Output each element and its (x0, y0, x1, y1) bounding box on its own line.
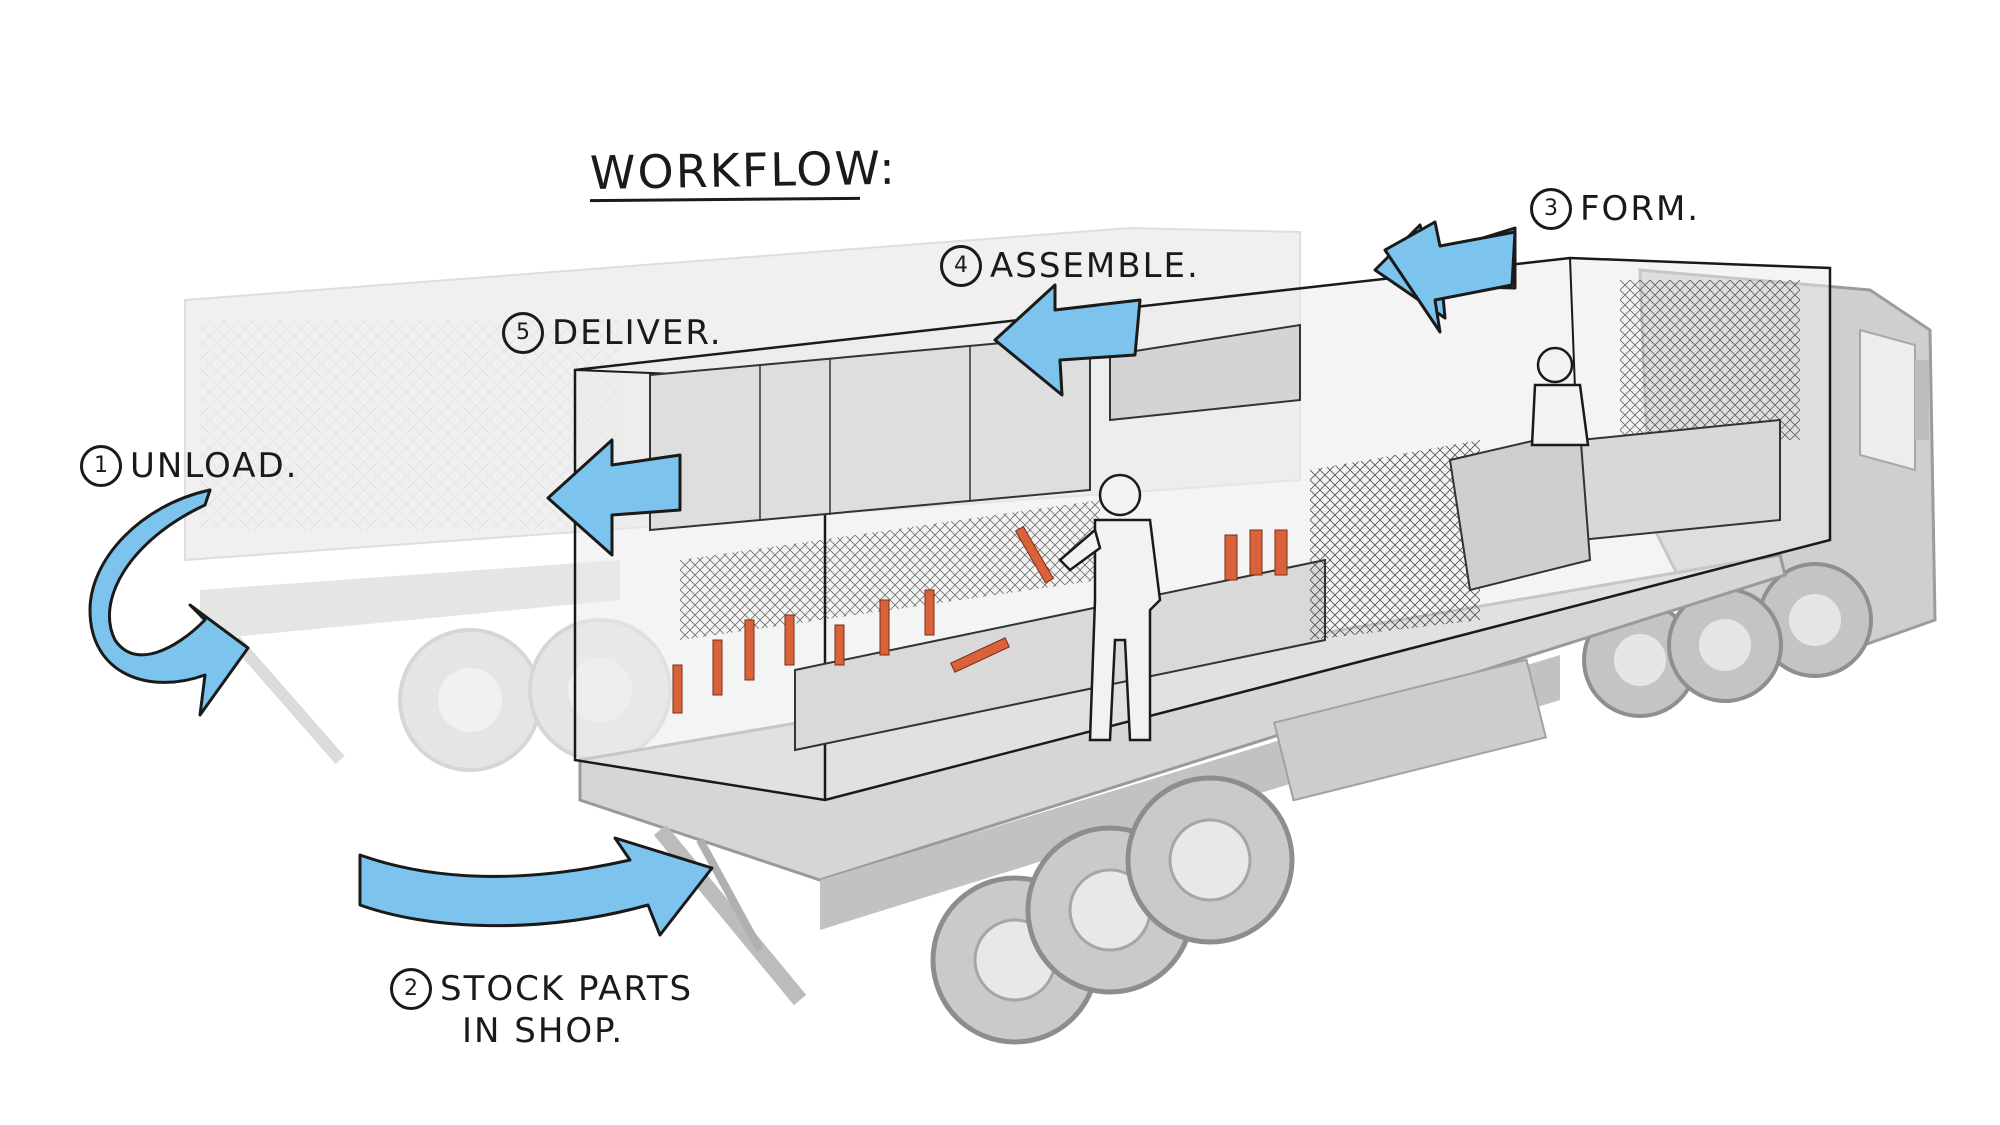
step-label: DELIVER. (552, 313, 723, 353)
arrow-assemble (993, 283, 1142, 397)
step-number: 4 (940, 245, 982, 287)
page-title: WORKFLOW: (589, 140, 898, 200)
step-deliver: 5 DELIVER. (502, 312, 723, 354)
arrow-deliver (546, 438, 682, 557)
step-stock-parts-line2: IN SHOP. (462, 1011, 625, 1051)
trailer-wheels (930, 775, 1295, 1045)
worker-assembler (1058, 473, 1162, 742)
step-number: 1 (80, 445, 122, 487)
arrow-unload (88, 488, 250, 717)
step-assemble: 4 ASSEMBLE. (940, 245, 1200, 287)
tractor-wheels (1582, 587, 1783, 718)
worker-former (1530, 346, 1590, 447)
step-label: ASSEMBLE. (990, 246, 1200, 286)
step-unload: 1 UNLOAD. (80, 445, 298, 487)
step-label: STOCK PARTS (440, 969, 694, 1009)
step-label: UNLOAD. (130, 446, 299, 486)
step-number: 5 (502, 312, 544, 354)
rebar-pieces (672, 525, 1288, 714)
step-form: 3 FORM. (1530, 188, 1700, 230)
wall-cabinets (649, 323, 1781, 542)
step-number: 2 (390, 968, 432, 1010)
workbench (680, 428, 1592, 752)
flow-arrows (88, 220, 1517, 937)
step-stock-parts: 2 STOCK PARTS (390, 968, 693, 1010)
step-number: 3 (1530, 188, 1572, 230)
arrow-stock (358, 836, 714, 937)
step-label: FORM. (1580, 189, 1701, 229)
